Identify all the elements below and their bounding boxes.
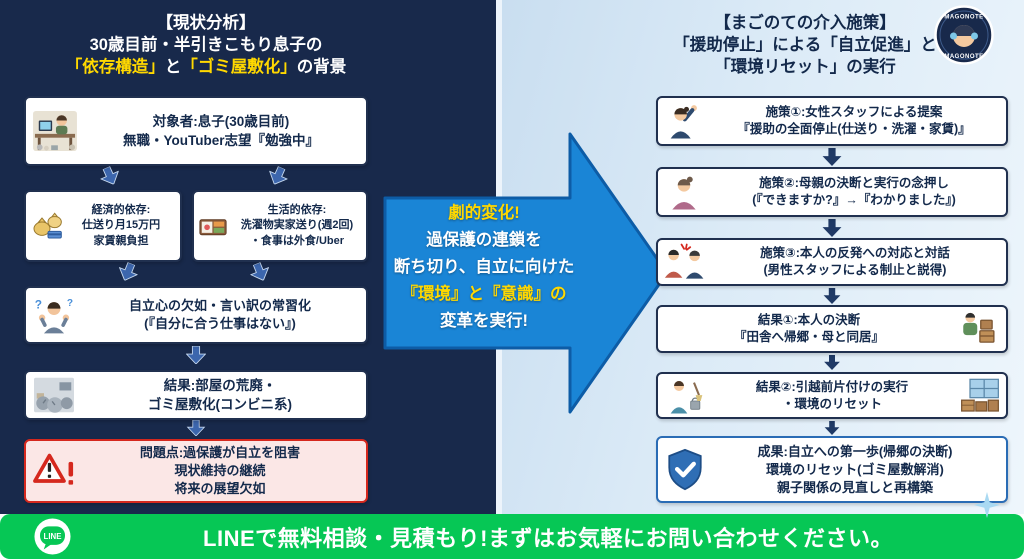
box-text-line: 現状維持の継続	[174, 463, 266, 478]
box-text-line: 経済的依存:	[91, 203, 151, 216]
converge-arrow-right	[247, 260, 272, 284]
left-title-highlight1: 「依存構造」	[65, 58, 165, 76]
flow-arrow	[822, 219, 842, 237]
shield-check-icon	[664, 447, 706, 493]
lifestyle-dependency-box: 生活的依存: 洗濯物実家送り(週2回) ・食事は外食/Uber	[192, 190, 368, 262]
left-title-line3: 「依存構造」と「ゴミ屋敷化」の背景	[6, 56, 406, 78]
transformation-arrow	[383, 132, 671, 419]
box-text-line: 施策③:本人の反発への対応と対話	[760, 246, 950, 260]
box-text-line: 対象者:息子(30歳目前)	[152, 114, 290, 129]
left-title-plain1: と	[164, 58, 182, 76]
svg-text:?: ?	[35, 298, 42, 312]
arrow-text-line: 劇的変化!	[448, 204, 520, 222]
arrow-text-line: 変革を実行!	[440, 312, 528, 330]
flow-arrow	[822, 421, 842, 435]
box-text-line: 施策①:女性スタッフによる提案	[765, 105, 943, 119]
box-text-line: 将来の展望欠如	[174, 481, 266, 496]
svg-text:LINE: LINE	[44, 532, 62, 541]
flow-arrow	[186, 420, 206, 436]
arrow-text-line: 断ち切り、自立に向けた	[393, 258, 575, 276]
flow-arrow	[822, 355, 842, 370]
result2-box: 結果②:引越前片付けの実行 ・環境のリセット	[656, 372, 1008, 419]
flow-arrow	[822, 148, 842, 166]
step1-box: 施策①:女性スタッフによる提案 『援助の全面停止(仕送り・洗濯・家賃)』	[656, 96, 1008, 146]
left-title-plain2: の背景	[296, 58, 347, 76]
box-text-line: 自立心の欠如・言い訳の常習化	[128, 298, 311, 313]
svg-text:?: ?	[67, 298, 73, 309]
step2-box: 施策②:母親の決断と実行の念押し (『できますか?』→『わかりました』)	[656, 167, 1008, 217]
mother-icon	[664, 171, 704, 213]
box-text-line: 『援助の全面停止(仕送り・洗濯・家賃)』	[737, 122, 971, 136]
svg-text:MAGONOTE: MAGONOTE	[944, 54, 983, 60]
result-box: 結果:部屋の荒廃・ ゴミ屋敷化(コンビニ系)	[24, 370, 368, 420]
cleaner-icon	[664, 376, 704, 416]
arrow-text-line: 過保護の連鎖を	[426, 231, 542, 249]
money-bags-icon	[32, 211, 64, 241]
subject-box: 対象者:息子(30歳目前) 無職・YouTuber志望『勉強中』	[24, 96, 368, 166]
flow-arrow	[822, 288, 842, 304]
box-text-line: ・環境のリセット	[781, 396, 882, 411]
box-text-line: 結果:部屋の荒廃・	[163, 378, 277, 393]
right-title-line1: 【まごのての介入施策】	[714, 14, 896, 32]
sparkle-icon	[974, 492, 1000, 518]
left-title-line2: 30歳目前・半引きこもり息子の	[89, 36, 323, 54]
box-text-line: (『できますか?』→『わかりました』)	[752, 193, 956, 207]
box-text-line: 親子関係の見直しと再構築	[776, 479, 933, 495]
box-text-line: 『田舎へ帰郷・母と同居』	[733, 330, 884, 344]
economic-dependency-box: 経済的依存: 仕送り月15万円 家賃親負担	[24, 190, 182, 262]
warning-icon	[32, 451, 76, 491]
svg-text:MAGONOTE: MAGONOTE	[944, 15, 983, 21]
box-text-line: 仕送り月15万円	[81, 219, 161, 232]
female-staff-icon	[664, 100, 704, 142]
box-text-line: 環境のリセット(ゴミ屋敷解消)	[766, 461, 944, 477]
left-title-highlight2: 「ゴミ屋敷化」	[181, 58, 297, 76]
box-text-line: 成果:自立への第一歩(帰郷の決断)	[757, 443, 953, 459]
converge-arrow-left	[115, 260, 140, 284]
box-text-line: 施策②:母親の決断と実行の念押し	[759, 176, 949, 190]
split-arrow-right	[265, 164, 291, 189]
mindset-box: ? ? 自立心の欠如・言い訳の常習化 (『自分に合う仕事はない』)	[24, 286, 368, 344]
problem-box: 問題点:過保護が自立を阻害 現状維持の継続 将来の展望欠如	[24, 439, 368, 503]
line-icon: LINE	[34, 518, 71, 555]
result1-box: 結果①:本人の決断 『田舎へ帰郷・母と同居』	[656, 305, 1008, 353]
confrontation-icon	[664, 242, 706, 282]
left-panel-title: 【現状分析】 30歳目前・半引きこもり息子の 「依存構造」と「ゴミ屋敷化」の背景	[6, 12, 406, 78]
step3-box: 施策③:本人の反発への対応と対話 (男性スタッフによる制止と説得)	[656, 238, 1008, 286]
box-text-line: 家賃親負担	[93, 234, 149, 247]
moving-boxes-icon	[960, 377, 1000, 415]
arrow-text-line: 『環境』と『意識』の	[401, 285, 567, 303]
shrug-person-icon: ? ?	[32, 294, 76, 336]
box-text-line: 結果①:本人の決断	[757, 313, 861, 327]
box-text-line: 結果②:引越前片付けの実行	[755, 379, 909, 394]
line-cta-bar[interactable]: LINE LINEで無料相談・見積もり!まずはお気軽にお問い合わせください。	[0, 514, 1024, 559]
outcome-box: 成果:自立への第一歩(帰郷の決断) 環境のリセット(ゴミ屋敷解消) 親子関係の見…	[656, 436, 1008, 503]
line-cta-text: LINEで無料相談・見積もり!まずはお気軽にお問い合わせください。	[203, 525, 893, 551]
box-text-line: (男性スタッフによる制止と説得)	[763, 263, 947, 277]
box-text-line: 生活的依存:	[267, 203, 327, 216]
right-title-line3: 「環境リセット」の実行	[714, 58, 896, 76]
traveler-icon	[958, 309, 1000, 349]
right-panel-title: 【まごのての介入施策】 「援助停止」による「自立促進」と 「環境リセット」の実行	[630, 12, 980, 78]
hikikomori-desk-icon	[32, 110, 78, 152]
flow-arrow	[186, 346, 206, 364]
box-text-line: 問題点:過保護が自立を阻害	[139, 445, 301, 460]
box-text-line: 洗濯物実家送り(週2回)	[240, 219, 354, 232]
trash-room-icon	[32, 375, 76, 415]
split-arrow-left	[97, 164, 123, 189]
box-text-line: ゴミ屋敷化(コンビニ系)	[148, 397, 292, 412]
magonote-badge-icon: MAGONOTE MAGONOTE	[934, 5, 994, 65]
left-title-line1: 【現状分析】	[156, 14, 256, 32]
right-title-line2: 「援助停止」による「自立促進」と	[673, 36, 937, 54]
box-text-line: ・食事は外食/Uber	[249, 234, 345, 247]
box-text-line: 無職・YouTuber志望『勉強中』	[123, 133, 319, 148]
transformation-arrow-text: 劇的変化! 過保護の連鎖を 断ち切り、自立に向けた 『環境』と『意識』の 変革を…	[381, 200, 587, 335]
box-text-line: (『自分に合う仕事はない』)	[144, 316, 296, 331]
bento-icon	[198, 212, 228, 240]
